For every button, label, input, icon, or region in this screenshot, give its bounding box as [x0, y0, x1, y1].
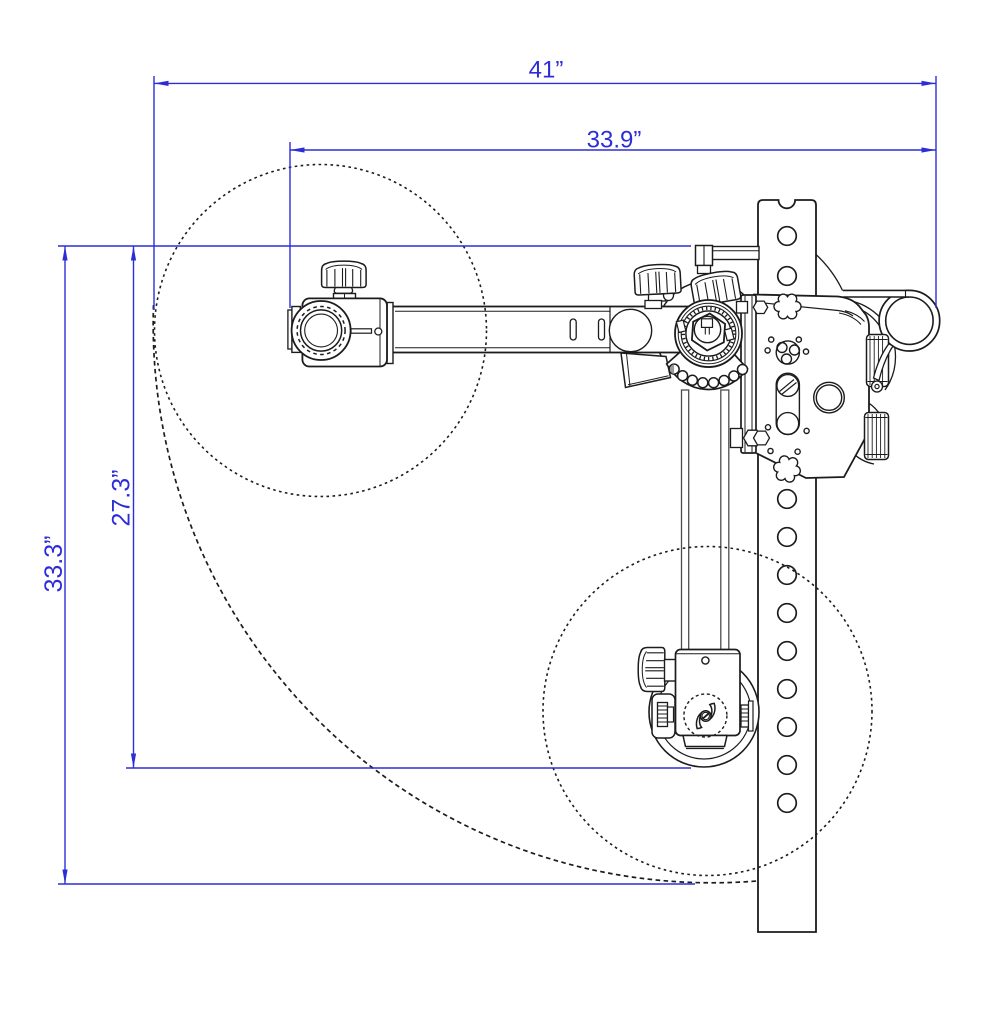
svg-text:33.3”: 33.3” [40, 536, 68, 593]
svg-text:33.9”: 33.9” [587, 127, 642, 154]
svg-text:41”: 41” [529, 57, 564, 84]
svg-text:27.3”: 27.3” [108, 470, 136, 527]
